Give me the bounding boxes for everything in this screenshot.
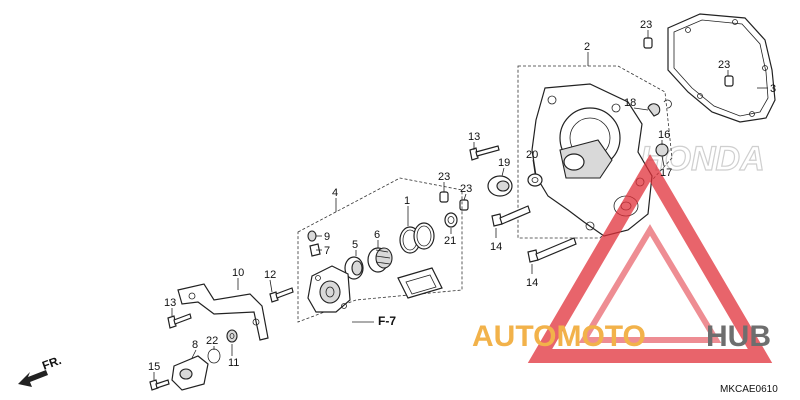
dowel-pin-23-gasket <box>724 75 734 87</box>
gasket-part-3 <box>667 13 776 123</box>
washer-part-9 <box>307 230 317 242</box>
watermark-hub: HUB <box>706 320 771 353</box>
callout-23-top: 23 <box>640 19 652 31</box>
assembly-box-part-4 <box>297 177 463 323</box>
dowel-pin-23-mid-left <box>439 191 449 203</box>
ring-part-20 <box>527 173 543 187</box>
plug-part-16-17 <box>655 143 669 157</box>
callout-9: 9 <box>324 231 330 243</box>
callout-8: 8 <box>192 339 198 351</box>
bracket-part-10 <box>177 283 269 341</box>
dowel-pin-23-mid-right <box>459 199 469 211</box>
pump-body <box>307 265 351 313</box>
callout-14-lower: 14 <box>526 277 538 289</box>
callout-21: 21 <box>444 235 456 247</box>
callout-10: 10 <box>232 267 244 279</box>
gasket-plate-part <box>397 267 443 299</box>
front-label: FR. <box>40 353 63 373</box>
diagram-code: MKCAE0610 <box>720 384 778 395</box>
callout-5: 5 <box>352 239 358 251</box>
callout-20: 20 <box>526 149 538 161</box>
impeller-part-6 <box>367 247 393 273</box>
bolt-part-13-lower <box>167 313 192 329</box>
callout-13-lower: 13 <box>164 297 176 309</box>
seal-part-5 <box>344 256 364 280</box>
bolt-part-14-lower <box>527 237 577 263</box>
cover-part-2 <box>517 65 673 239</box>
callout-17: 17 <box>660 167 672 179</box>
callout-13-upper: 13 <box>468 131 480 143</box>
front-arrow-icon <box>18 370 48 387</box>
bolt-part-15 <box>149 379 170 391</box>
reference-label-f7: F-7 <box>378 314 396 328</box>
callout-11: 11 <box>228 357 239 369</box>
washer-part-11 <box>226 329 238 343</box>
bolt-part-12 <box>269 287 294 303</box>
callout-23-gasket: 23 <box>718 59 730 71</box>
callout-12: 12 <box>264 269 276 281</box>
callout-1: 1 <box>404 195 410 207</box>
bearing-part-19 <box>487 175 513 197</box>
seal-part-21 <box>444 212 458 228</box>
callout-3: 3 <box>770 83 776 95</box>
o-ring-part-22 <box>207 348 221 364</box>
leader-lines <box>153 30 768 380</box>
o-ring-part-1 <box>399 222 435 254</box>
bolt-part-14-upper <box>491 205 531 227</box>
clip-part-18 <box>647 99 672 117</box>
callout-19: 19 <box>498 157 510 169</box>
callout-6: 6 <box>374 229 380 241</box>
callout-23-mid-right: 23 <box>460 183 472 195</box>
callout-labels: 1 2 3 4 5 6 7 8 9 10 11 12 13 13 14 14 1… <box>148 19 776 373</box>
callout-7: 7 <box>324 245 330 257</box>
callout-15: 15 <box>148 361 160 373</box>
watermark-triangle-icon <box>527 154 773 363</box>
dowel-pin-23-top <box>643 37 653 49</box>
screw-part-7 <box>309 243 321 257</box>
callout-2: 2 <box>584 41 590 53</box>
callout-22: 22 <box>206 335 218 347</box>
callout-14-upper: 14 <box>490 241 502 253</box>
callout-18: 18 <box>624 97 636 109</box>
watermark-automoto: AUTOMOTO <box>472 320 646 353</box>
fitting-part-8 <box>171 355 209 391</box>
callout-23-mid-left: 23 <box>438 171 450 183</box>
callout-16: 16 <box>658 129 670 141</box>
callout-4: 4 <box>332 187 338 199</box>
